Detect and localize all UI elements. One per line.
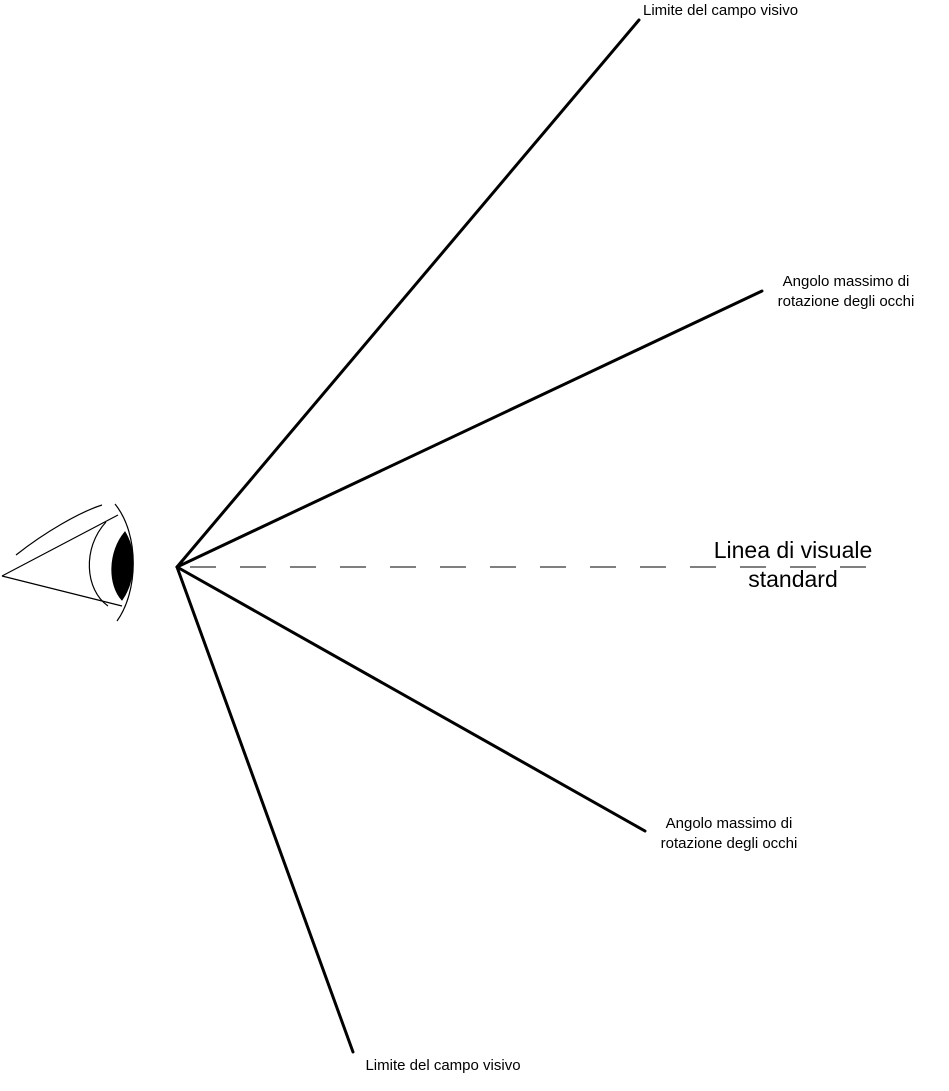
iris-shape [111,531,134,601]
ray-upper-eye-rotation [175,289,764,569]
label-upper-eye-rotation-line2: rotazione degli occhi [778,293,915,310]
eyelash-line [15,504,103,556]
label-line-of-sight-line1-text: Linea di visuale [714,537,873,563]
ray-lower-eye-rotation [175,565,647,833]
label-lower-eye-rotation-line2: rotazione degli occhi [661,835,798,852]
eye-icon [1,503,134,622]
label-lower-eye-rotation-line1: Angolo massimo di [666,815,793,832]
label-upper-field-limit: Limite del campo visivo [643,2,798,19]
ray-lower-field-limit [175,565,355,1054]
lower-eyelid [1,575,123,607]
eyeball-arc [88,521,109,607]
label-upper-eye-rotation-line1: Angolo massimo di [783,273,910,290]
vision-rays [175,18,764,1054]
label-line-of-sight-line2: standard [748,566,838,592]
ray-upper-field-limit [175,18,641,569]
upper-eyelid [1,514,119,577]
label-lower-field-limit: Limite del campo visivo [365,1057,520,1074]
